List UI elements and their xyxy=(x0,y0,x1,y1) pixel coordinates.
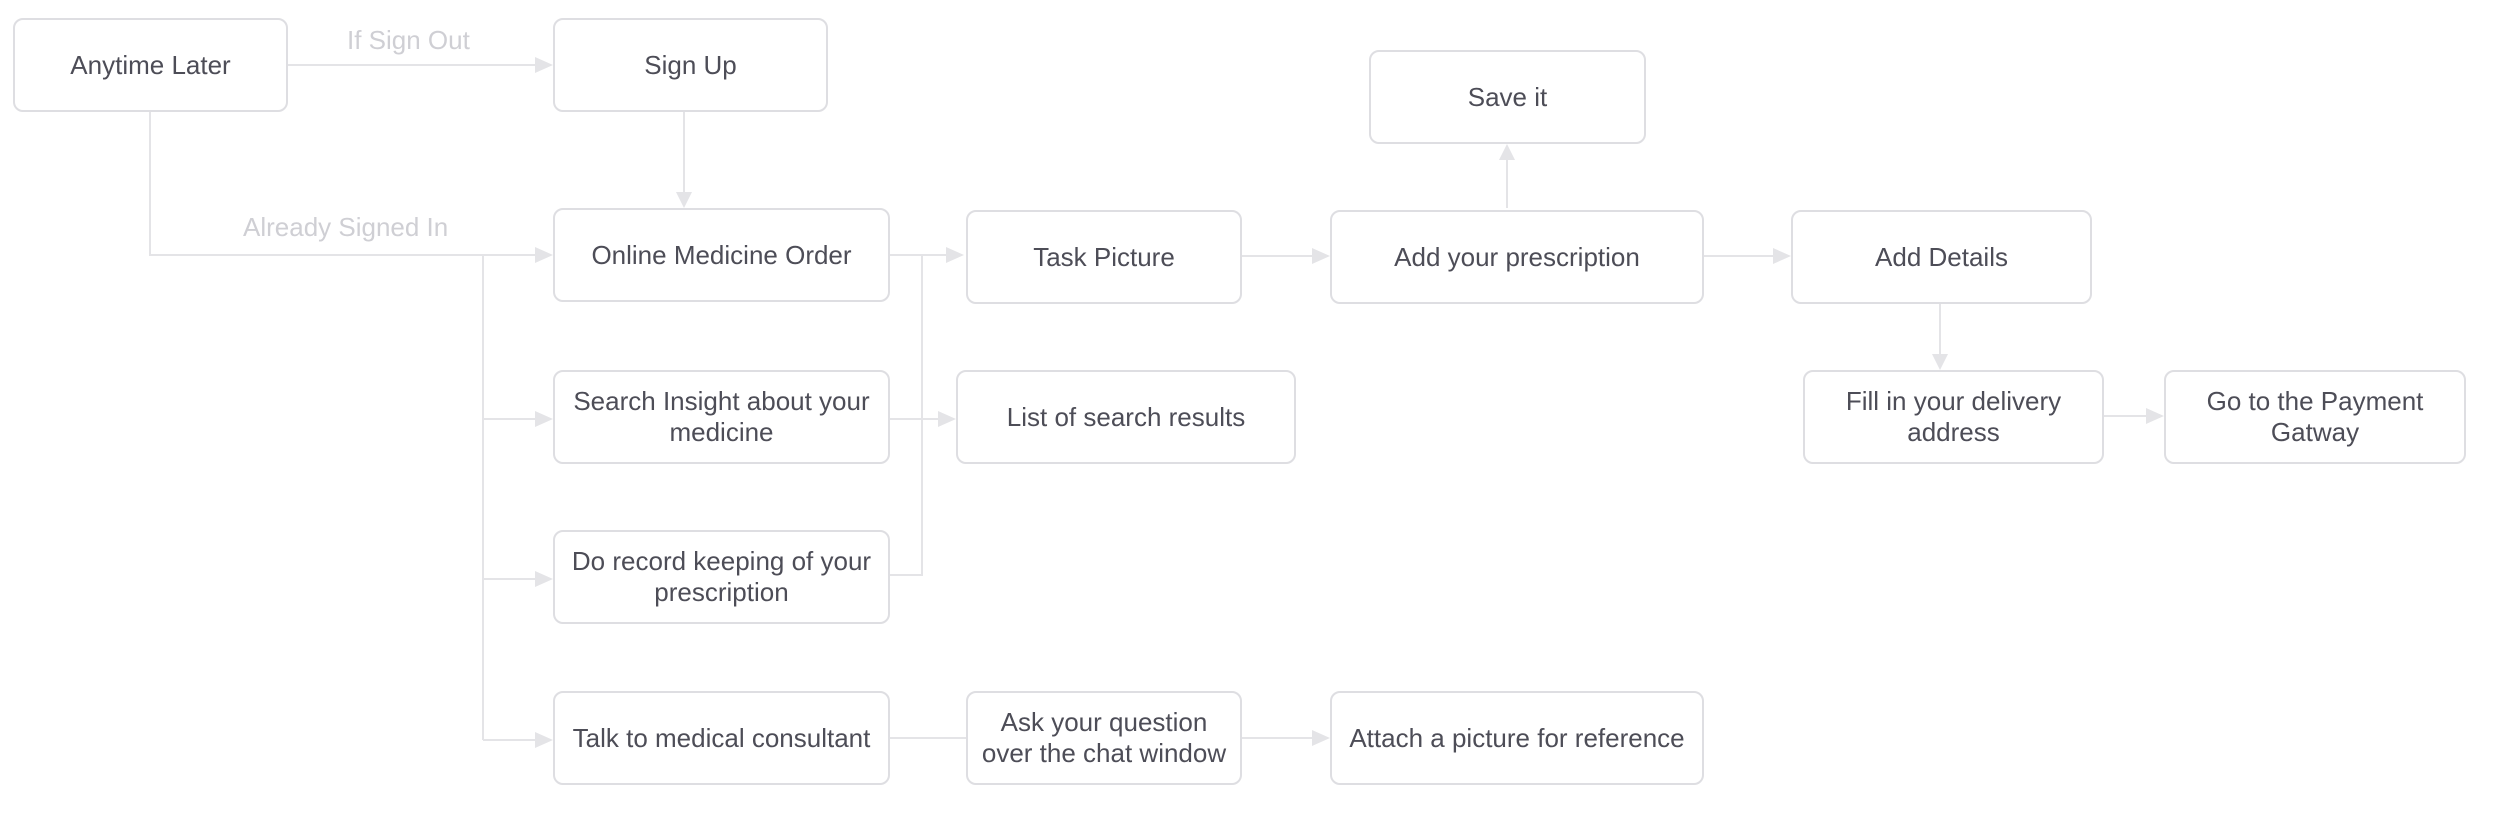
node-online-medicine-order: Online Medicine Order xyxy=(553,208,890,302)
node-payment-gateway: Go to the Payment Gatway xyxy=(2164,370,2466,464)
arrowhead xyxy=(1932,354,1948,370)
arrowhead xyxy=(535,247,553,263)
arrowhead xyxy=(938,411,956,427)
edge-label-if-sign-out: If Sign Out xyxy=(347,25,470,55)
arrowhead xyxy=(1773,248,1791,264)
node-fill-delivery-address: Fill in your delivery address xyxy=(1803,370,2104,464)
arrowhead xyxy=(1499,144,1515,160)
node-save-it: Save it xyxy=(1369,50,1646,144)
arrowhead xyxy=(676,192,692,208)
node-list-search-results: List of search results xyxy=(956,370,1296,464)
arrowhead xyxy=(535,732,553,748)
edge-record-out xyxy=(888,255,923,576)
node-attach-picture: Attach a picture for reference xyxy=(1330,691,1704,785)
arrowhead xyxy=(1312,248,1330,264)
node-anytime-later: Anytime Later xyxy=(13,18,288,112)
node-task-picture: Task Picture xyxy=(966,210,1242,304)
node-sign-up: Sign Up xyxy=(553,18,828,112)
node-search-insight: Search Insight about your medicine xyxy=(553,370,890,464)
node-add-details: Add Details xyxy=(1791,210,2092,304)
arrowhead xyxy=(535,411,553,427)
arrowhead xyxy=(535,571,553,587)
node-ask-question: Ask your question over the chat window xyxy=(966,691,1242,785)
edge-label-already-signed-in: Already Signed In xyxy=(243,212,449,242)
arrowhead xyxy=(2146,408,2164,424)
edge-anytime-to-order xyxy=(149,112,535,256)
arrowhead xyxy=(1312,730,1330,746)
arrowhead xyxy=(946,247,964,263)
arrowhead xyxy=(535,57,553,73)
node-record-keeping: Do record keeping of your prescription xyxy=(553,530,890,624)
node-talk-consultant: Talk to medical consultant xyxy=(553,691,890,785)
node-add-prescription: Add your prescription xyxy=(1330,210,1704,304)
